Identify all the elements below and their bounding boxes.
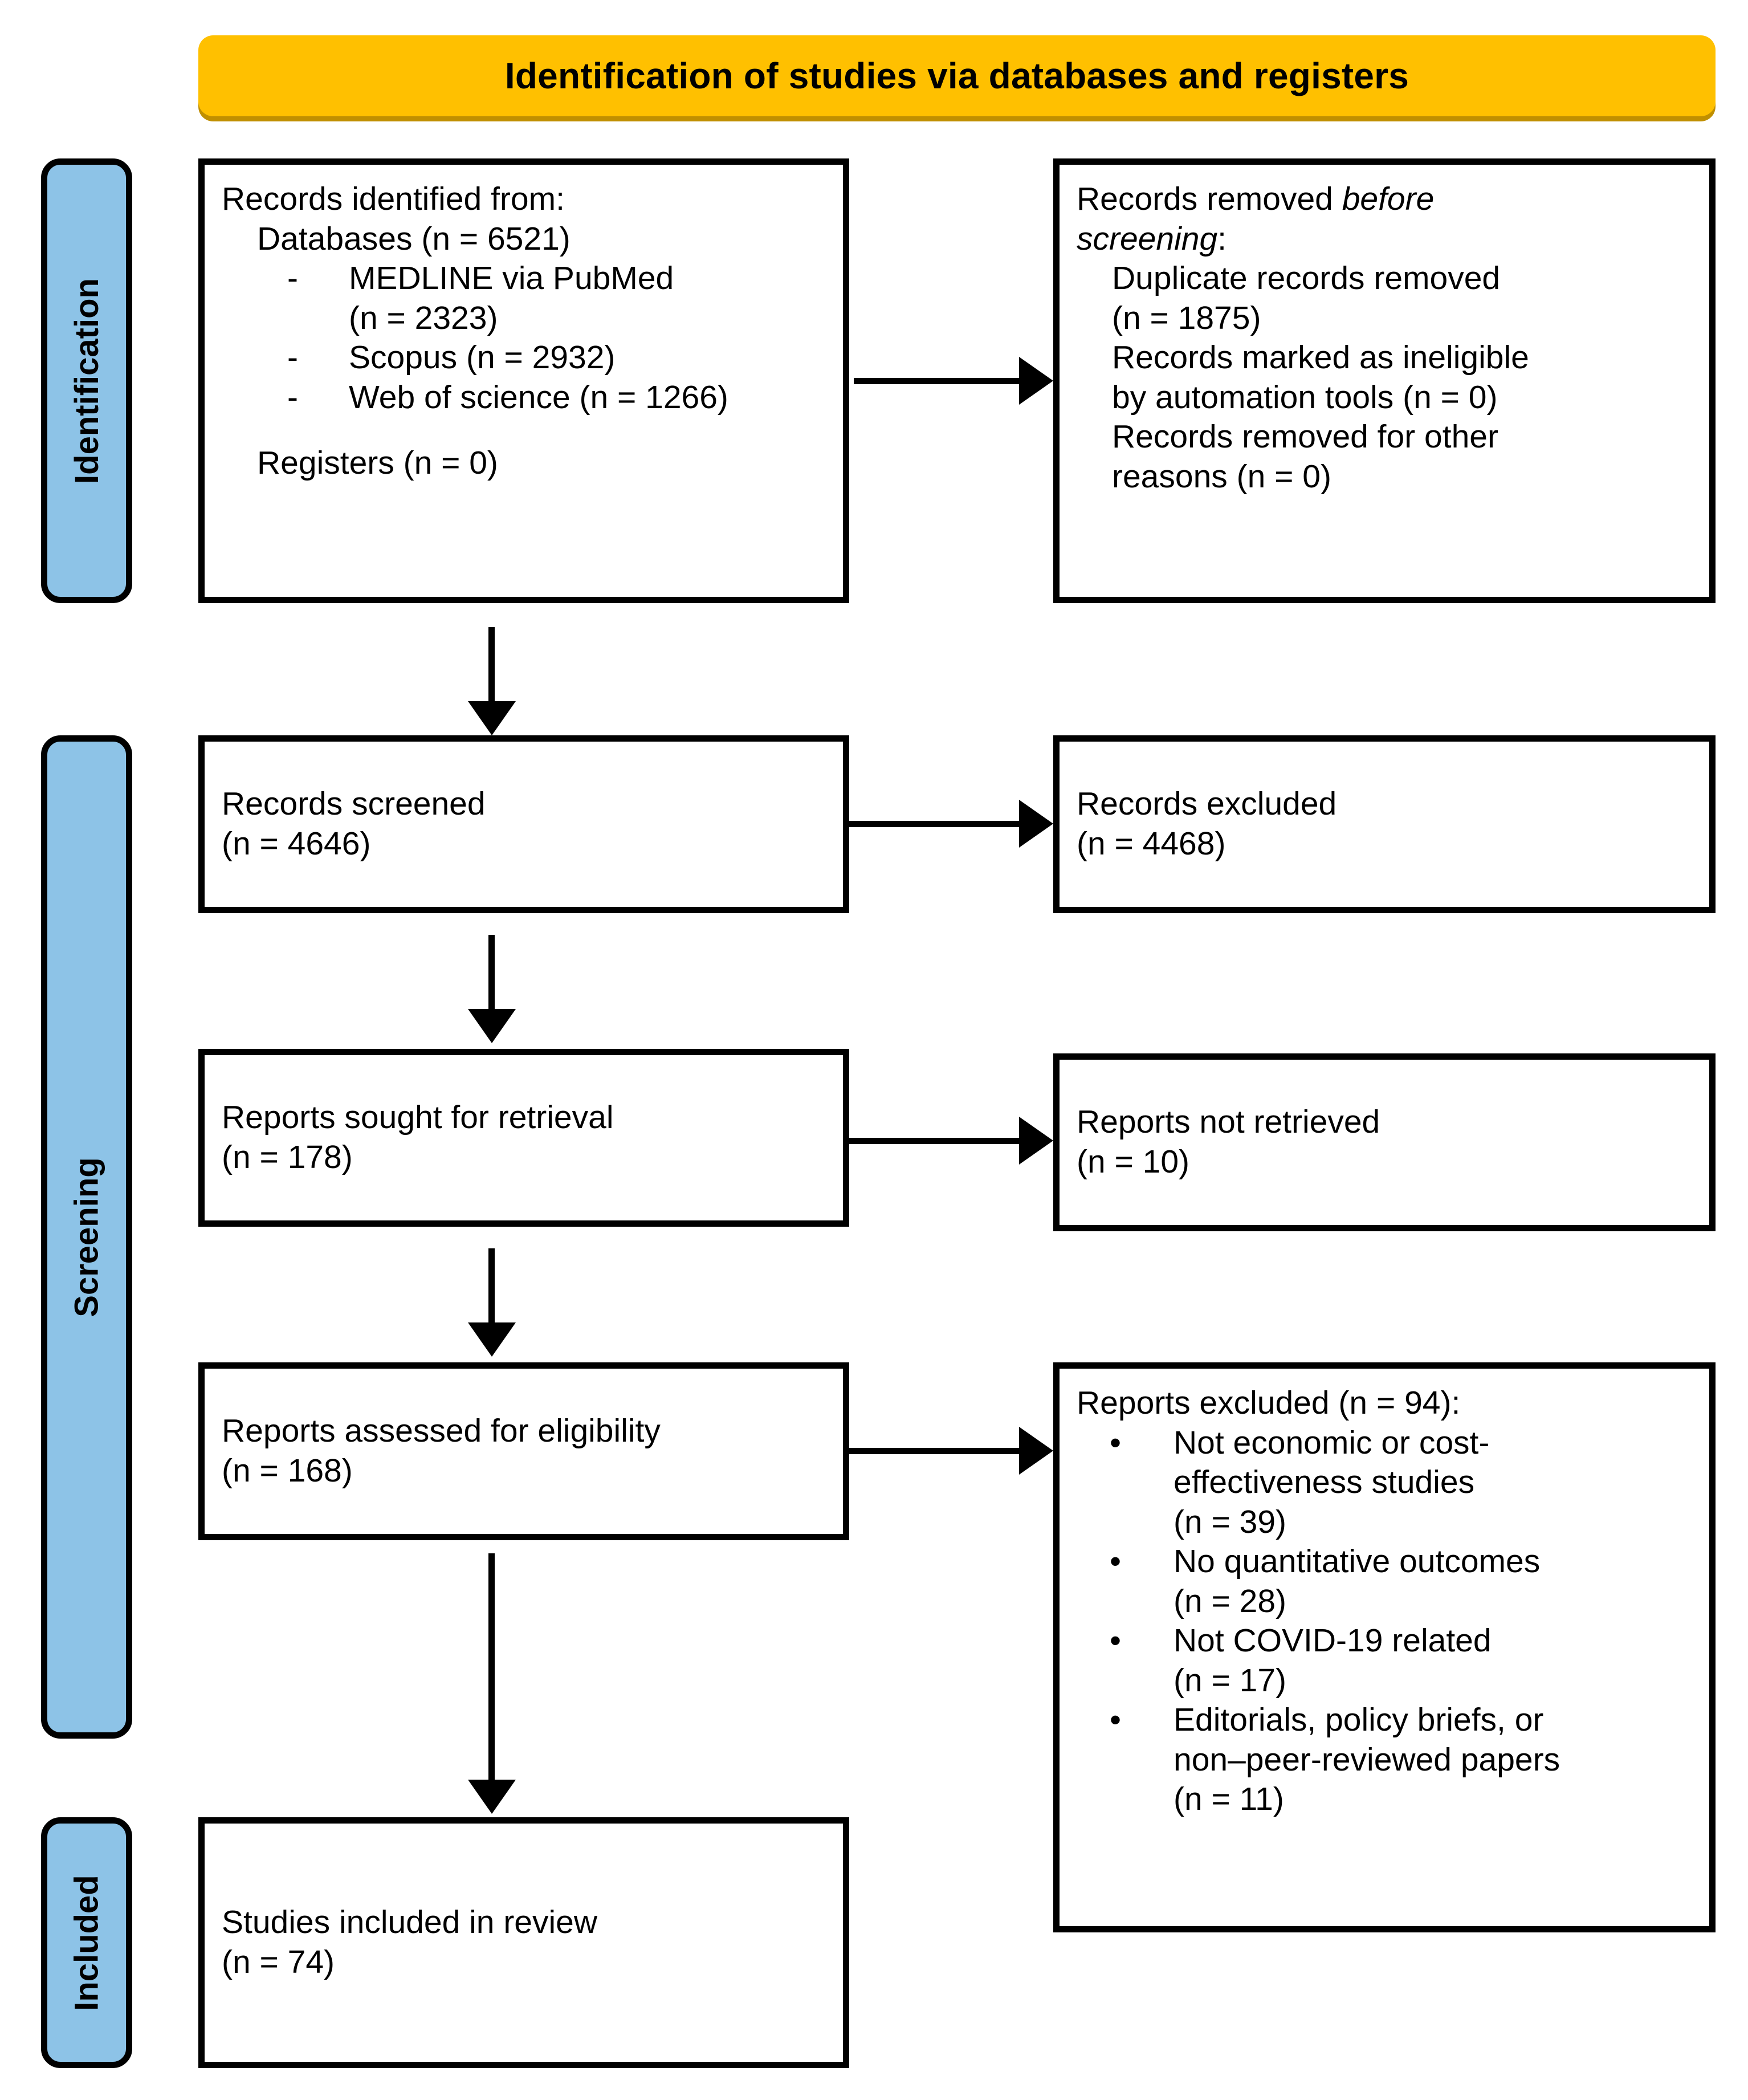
studies-included-line1: Studies included in review bbox=[222, 1904, 598, 1941]
reports-sought-line2: (n = 178) bbox=[222, 1139, 353, 1175]
removed-item-line: Records removed for other bbox=[1112, 418, 1498, 455]
exclusion-reason-item: • Editorials, policy briefs, or non–peer… bbox=[1077, 1700, 1692, 1820]
bullet-icon: • bbox=[1110, 1543, 1121, 1580]
arrow-identified-to-removed bbox=[1019, 357, 1053, 405]
stage-screening: Screening bbox=[41, 735, 132, 1739]
dash-bullet-icon: - bbox=[287, 379, 298, 416]
records-removed-title-cont: screening: bbox=[1077, 220, 1227, 257]
dash-bullet-icon: - bbox=[287, 260, 298, 297]
box-reports-not-retrieved-body: Reports not retrieved (n = 10) bbox=[1077, 1102, 1380, 1182]
box-reports-excluded: Reports excluded (n = 94): • Not economi… bbox=[1053, 1362, 1716, 1932]
box-records-identified: Records identified from: Databases (n = … bbox=[198, 158, 849, 603]
stage-included: Included bbox=[41, 1817, 132, 2068]
spacer bbox=[222, 417, 826, 443]
stage-identification: Identification bbox=[41, 158, 132, 603]
source-item: - Web of science (n = 1266) bbox=[222, 378, 826, 418]
reports-sought-line1: Reports sought for retrieval bbox=[222, 1099, 614, 1136]
bullet-icon: • bbox=[1110, 1702, 1121, 1739]
box-reports-sought: Reports sought for retrieval (n = 178) bbox=[198, 1049, 849, 1227]
exclusion-reason-text: No quantitative outcomes (n = 28) bbox=[1174, 1543, 1541, 1619]
connector-sought-to-not-retrieved bbox=[849, 1138, 1019, 1144]
removed-item-line: Records marked as ineligible bbox=[1112, 339, 1529, 376]
box-records-identified-body: Records identified from: Databases (n = … bbox=[222, 180, 826, 483]
stage-included-label: Included bbox=[68, 1874, 105, 2011]
reports-not-retrieved-line1: Reports not retrieved bbox=[1077, 1104, 1380, 1141]
stage-identification-label: Identification bbox=[68, 278, 105, 484]
box-records-excluded: Records excluded (n = 4468) bbox=[1053, 735, 1716, 913]
header-banner-title: Identification of studies via databases … bbox=[504, 55, 1409, 96]
box-reports-not-retrieved: Reports not retrieved (n = 10) bbox=[1053, 1053, 1716, 1231]
records-identified-title: Records identified from: bbox=[222, 181, 565, 217]
exclusion-reason-item: • Not COVID-19 related (n = 17) bbox=[1077, 1621, 1692, 1700]
bullet-icon: • bbox=[1110, 1424, 1121, 1461]
source-item-text: MEDLINE via PubMed (n = 2323) bbox=[349, 260, 674, 336]
exclusion-reason-text: Editorials, policy briefs, or non–peer-r… bbox=[1174, 1702, 1560, 1818]
records-screened-line2: (n = 4646) bbox=[222, 825, 371, 862]
box-reports-excluded-body: Reports excluded (n = 94): • Not economi… bbox=[1077, 1383, 1692, 1820]
records-excluded-line1: Records excluded bbox=[1077, 786, 1337, 823]
removed-item-line: (n = 1875) bbox=[1112, 299, 1261, 336]
records-excluded-line2: (n = 4468) bbox=[1077, 825, 1226, 862]
source-item: - Scopus (n = 2932) bbox=[222, 338, 826, 378]
connector-sought-to-assessed bbox=[488, 1248, 495, 1325]
records-removed-title: Records removed before bbox=[1077, 181, 1435, 217]
arrow-screened-to-sought bbox=[468, 1009, 516, 1043]
arrow-screened-to-excluded bbox=[1019, 800, 1053, 848]
header-banner: Identification of studies via databases … bbox=[198, 35, 1716, 116]
removed-item-line: by automation tools (n = 0) bbox=[1112, 379, 1498, 416]
arrow-assessed-to-included bbox=[468, 1780, 516, 1814]
box-records-screened-body: Records screened (n = 4646) bbox=[222, 784, 486, 864]
arrow-sought-to-not-retrieved bbox=[1019, 1117, 1053, 1165]
arrow-identified-to-screened bbox=[468, 701, 516, 735]
exclusion-reason-item: • Not economic or cost- effectiveness st… bbox=[1077, 1423, 1692, 1543]
box-reports-assessed-body: Reports assessed for eligibility (n = 16… bbox=[222, 1411, 661, 1491]
connector-screened-to-sought bbox=[488, 935, 495, 1012]
records-identified-registers: Registers (n = 0) bbox=[257, 445, 498, 482]
exclusion-reason-text: Not COVID-19 related (n = 17) bbox=[1174, 1622, 1492, 1699]
exclusion-reason-item: • No quantitative outcomes (n = 28) bbox=[1077, 1542, 1692, 1621]
box-studies-included: Studies included in review (n = 74) bbox=[198, 1817, 849, 2068]
removed-item-line: reasons (n = 0) bbox=[1112, 458, 1331, 495]
reports-assessed-line2: (n = 168) bbox=[222, 1452, 353, 1489]
reports-not-retrieved-line2: (n = 10) bbox=[1077, 1143, 1190, 1180]
connector-identified-to-screened bbox=[488, 627, 495, 704]
bullet-icon: • bbox=[1110, 1622, 1121, 1659]
exclusion-reason-text: Not economic or cost- effectiveness stud… bbox=[1174, 1424, 1490, 1540]
source-item-text: Scopus (n = 2932) bbox=[349, 339, 616, 376]
connector-assessed-to-included bbox=[488, 1553, 495, 1781]
arrow-assessed-to-excluded bbox=[1019, 1427, 1053, 1475]
stage-screening-label: Screening bbox=[68, 1157, 105, 1317]
box-studies-included-body: Studies included in review (n = 74) bbox=[222, 1903, 597, 1982]
source-item-text: Web of science (n = 1266) bbox=[349, 379, 728, 416]
arrow-sought-to-assessed bbox=[468, 1322, 516, 1357]
connector-assessed-to-excluded bbox=[849, 1448, 1019, 1454]
box-records-screened: Records screened (n = 4646) bbox=[198, 735, 849, 913]
reports-excluded-title: Reports excluded (n = 94): bbox=[1077, 1385, 1461, 1421]
dash-bullet-icon: - bbox=[287, 339, 298, 376]
source-item: - MEDLINE via PubMed (n = 2323) bbox=[222, 259, 826, 338]
box-reports-assessed: Reports assessed for eligibility (n = 16… bbox=[198, 1362, 849, 1540]
box-reports-sought-body: Reports sought for retrieval (n = 178) bbox=[222, 1098, 613, 1177]
box-records-excluded-body: Records excluded (n = 4468) bbox=[1077, 784, 1337, 864]
box-records-removed: Records removed before screening: Duplic… bbox=[1053, 158, 1716, 603]
connector-identified-to-removed bbox=[854, 378, 1019, 384]
box-records-removed-body: Records removed before screening: Duplic… bbox=[1077, 180, 1692, 496]
removed-item-line: Duplicate records removed bbox=[1112, 260, 1501, 297]
records-screened-line1: Records screened bbox=[222, 786, 486, 823]
reports-assessed-line1: Reports assessed for eligibility bbox=[222, 1413, 661, 1450]
connector-screened-to-excluded bbox=[849, 821, 1019, 827]
studies-included-line2: (n = 74) bbox=[222, 1944, 335, 1980]
records-identified-databases: Databases (n = 6521) bbox=[257, 220, 571, 257]
